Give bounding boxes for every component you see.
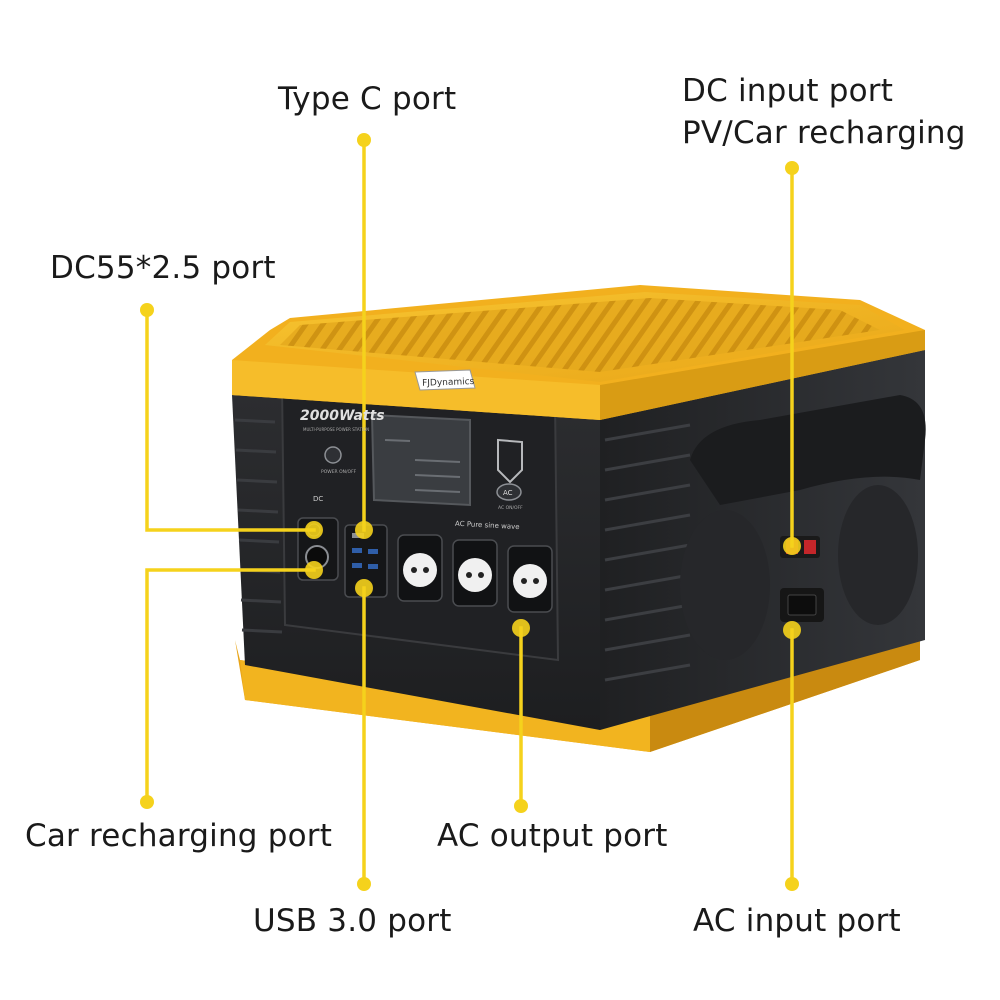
label-usb3: USB 3.0 port	[253, 903, 452, 939]
label-dc55: DC55*2.5 port	[50, 250, 276, 286]
label-ac-input: AC input port	[693, 903, 901, 939]
label-dc-input-line1: DC input port	[682, 73, 894, 109]
front-face	[232, 383, 600, 730]
dot-type-c-end	[357, 133, 371, 147]
bottom-bumper	[235, 630, 920, 752]
dc-tag: DC	[313, 495, 323, 503]
dot-car-recharging-port	[305, 561, 323, 579]
dot-type-c-port	[355, 521, 373, 539]
top-lid	[232, 285, 925, 420]
callout-lines	[145, 138, 794, 886]
dot-ac-input-port	[783, 621, 801, 639]
callout-line-car-recharging	[145, 568, 316, 804]
power-button-label: POWER ON/OFF	[321, 469, 357, 475]
dot-dc55-end	[140, 303, 154, 317]
label-ac-output: AC output port	[437, 818, 668, 854]
callout-line-dc55	[145, 308, 316, 532]
label-dc-input-line2: PV/Car recharging	[682, 115, 966, 151]
model-sub-label: MULTI-PURPOSE POWER STATION	[303, 427, 369, 432]
label-car-recharging: Car recharging port	[25, 818, 333, 854]
label-type-c: Type C port	[278, 81, 457, 117]
ac-panel-text: AC Pure sine wave	[455, 520, 520, 531]
ac-button-label: AC ON/OFF	[498, 505, 523, 511]
dot-usb3-end	[357, 877, 371, 891]
dot-car-recharging-end	[140, 795, 154, 809]
dot-usb3-port	[355, 579, 373, 597]
dot-ac-output-port	[512, 619, 530, 637]
dot-ac-input-end	[785, 877, 799, 891]
dot-dc-input-end	[785, 161, 799, 175]
dot-ac-output-end	[514, 799, 528, 813]
ac-button-text: AC	[503, 489, 513, 497]
right-side-panel	[600, 340, 926, 730]
dot-dc-input-port	[783, 537, 801, 555]
dot-dc55-port	[305, 521, 323, 539]
brand-label: FJDynamics	[422, 377, 475, 389]
model-label: 2000Watts	[300, 408, 385, 424]
